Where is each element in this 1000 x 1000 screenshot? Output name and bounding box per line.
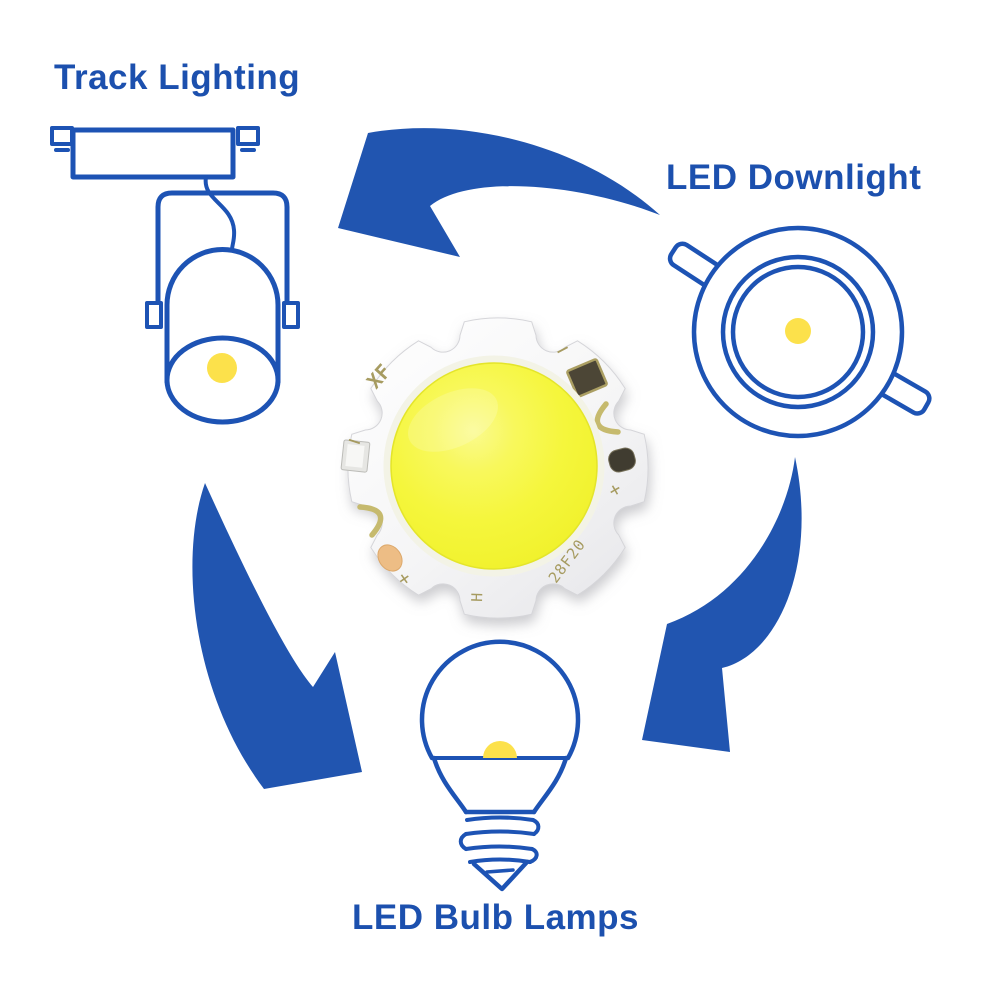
arrow-downlight-to-bulb xyxy=(642,457,802,752)
screw-threads xyxy=(458,815,541,864)
chip-marking-h: H xyxy=(468,592,486,602)
bulb-neck-left xyxy=(431,755,469,815)
track-end-connector-left xyxy=(50,126,74,152)
power-cord xyxy=(203,175,237,255)
bulb-neck-right xyxy=(531,755,569,815)
arrow-track-to-bulb xyxy=(192,483,362,789)
downlight-inner-ring xyxy=(730,264,866,400)
plated-crescent-left xyxy=(357,504,384,538)
label-led-downlight: LED Downlight xyxy=(666,158,922,197)
track-rail xyxy=(70,127,236,180)
track-light-illustration xyxy=(50,126,300,425)
label-led-bulb-lamps: LED Bulb Lamps xyxy=(352,898,640,937)
bulb-globe xyxy=(419,639,581,761)
cob-chip-photo: XF − − + + 28F20 H xyxy=(340,317,649,619)
yoke-bracket xyxy=(155,190,290,328)
dome-gloss-highlight xyxy=(408,388,498,452)
dome-dam-ring xyxy=(383,355,605,577)
solder-pad-bottom-orange xyxy=(377,544,403,572)
cycle-arrows xyxy=(192,128,802,789)
phosphor-dome xyxy=(390,362,598,570)
downlight-led-dot xyxy=(785,318,811,344)
arrow-downlight-to-track xyxy=(338,128,660,257)
downlight-illustration xyxy=(667,225,932,439)
plated-crescent-right xyxy=(594,401,621,435)
screw-tip-line xyxy=(485,868,515,874)
bulb-illustration xyxy=(419,639,581,892)
solder-pad-top-dark xyxy=(566,358,608,398)
solder-pad-right-dark xyxy=(608,447,636,473)
bulb-led-dome xyxy=(483,741,517,758)
downlight-middle-ring xyxy=(720,254,876,410)
spotlight-led-dot xyxy=(207,353,237,383)
track-end-connector-right xyxy=(236,126,260,152)
label-track-lighting: Track Lighting xyxy=(54,58,301,97)
screw-tip xyxy=(471,859,530,892)
solder-pad-left-silver xyxy=(340,439,371,473)
yoke-pin-left xyxy=(145,301,163,329)
yoke-pin-right xyxy=(282,301,300,329)
